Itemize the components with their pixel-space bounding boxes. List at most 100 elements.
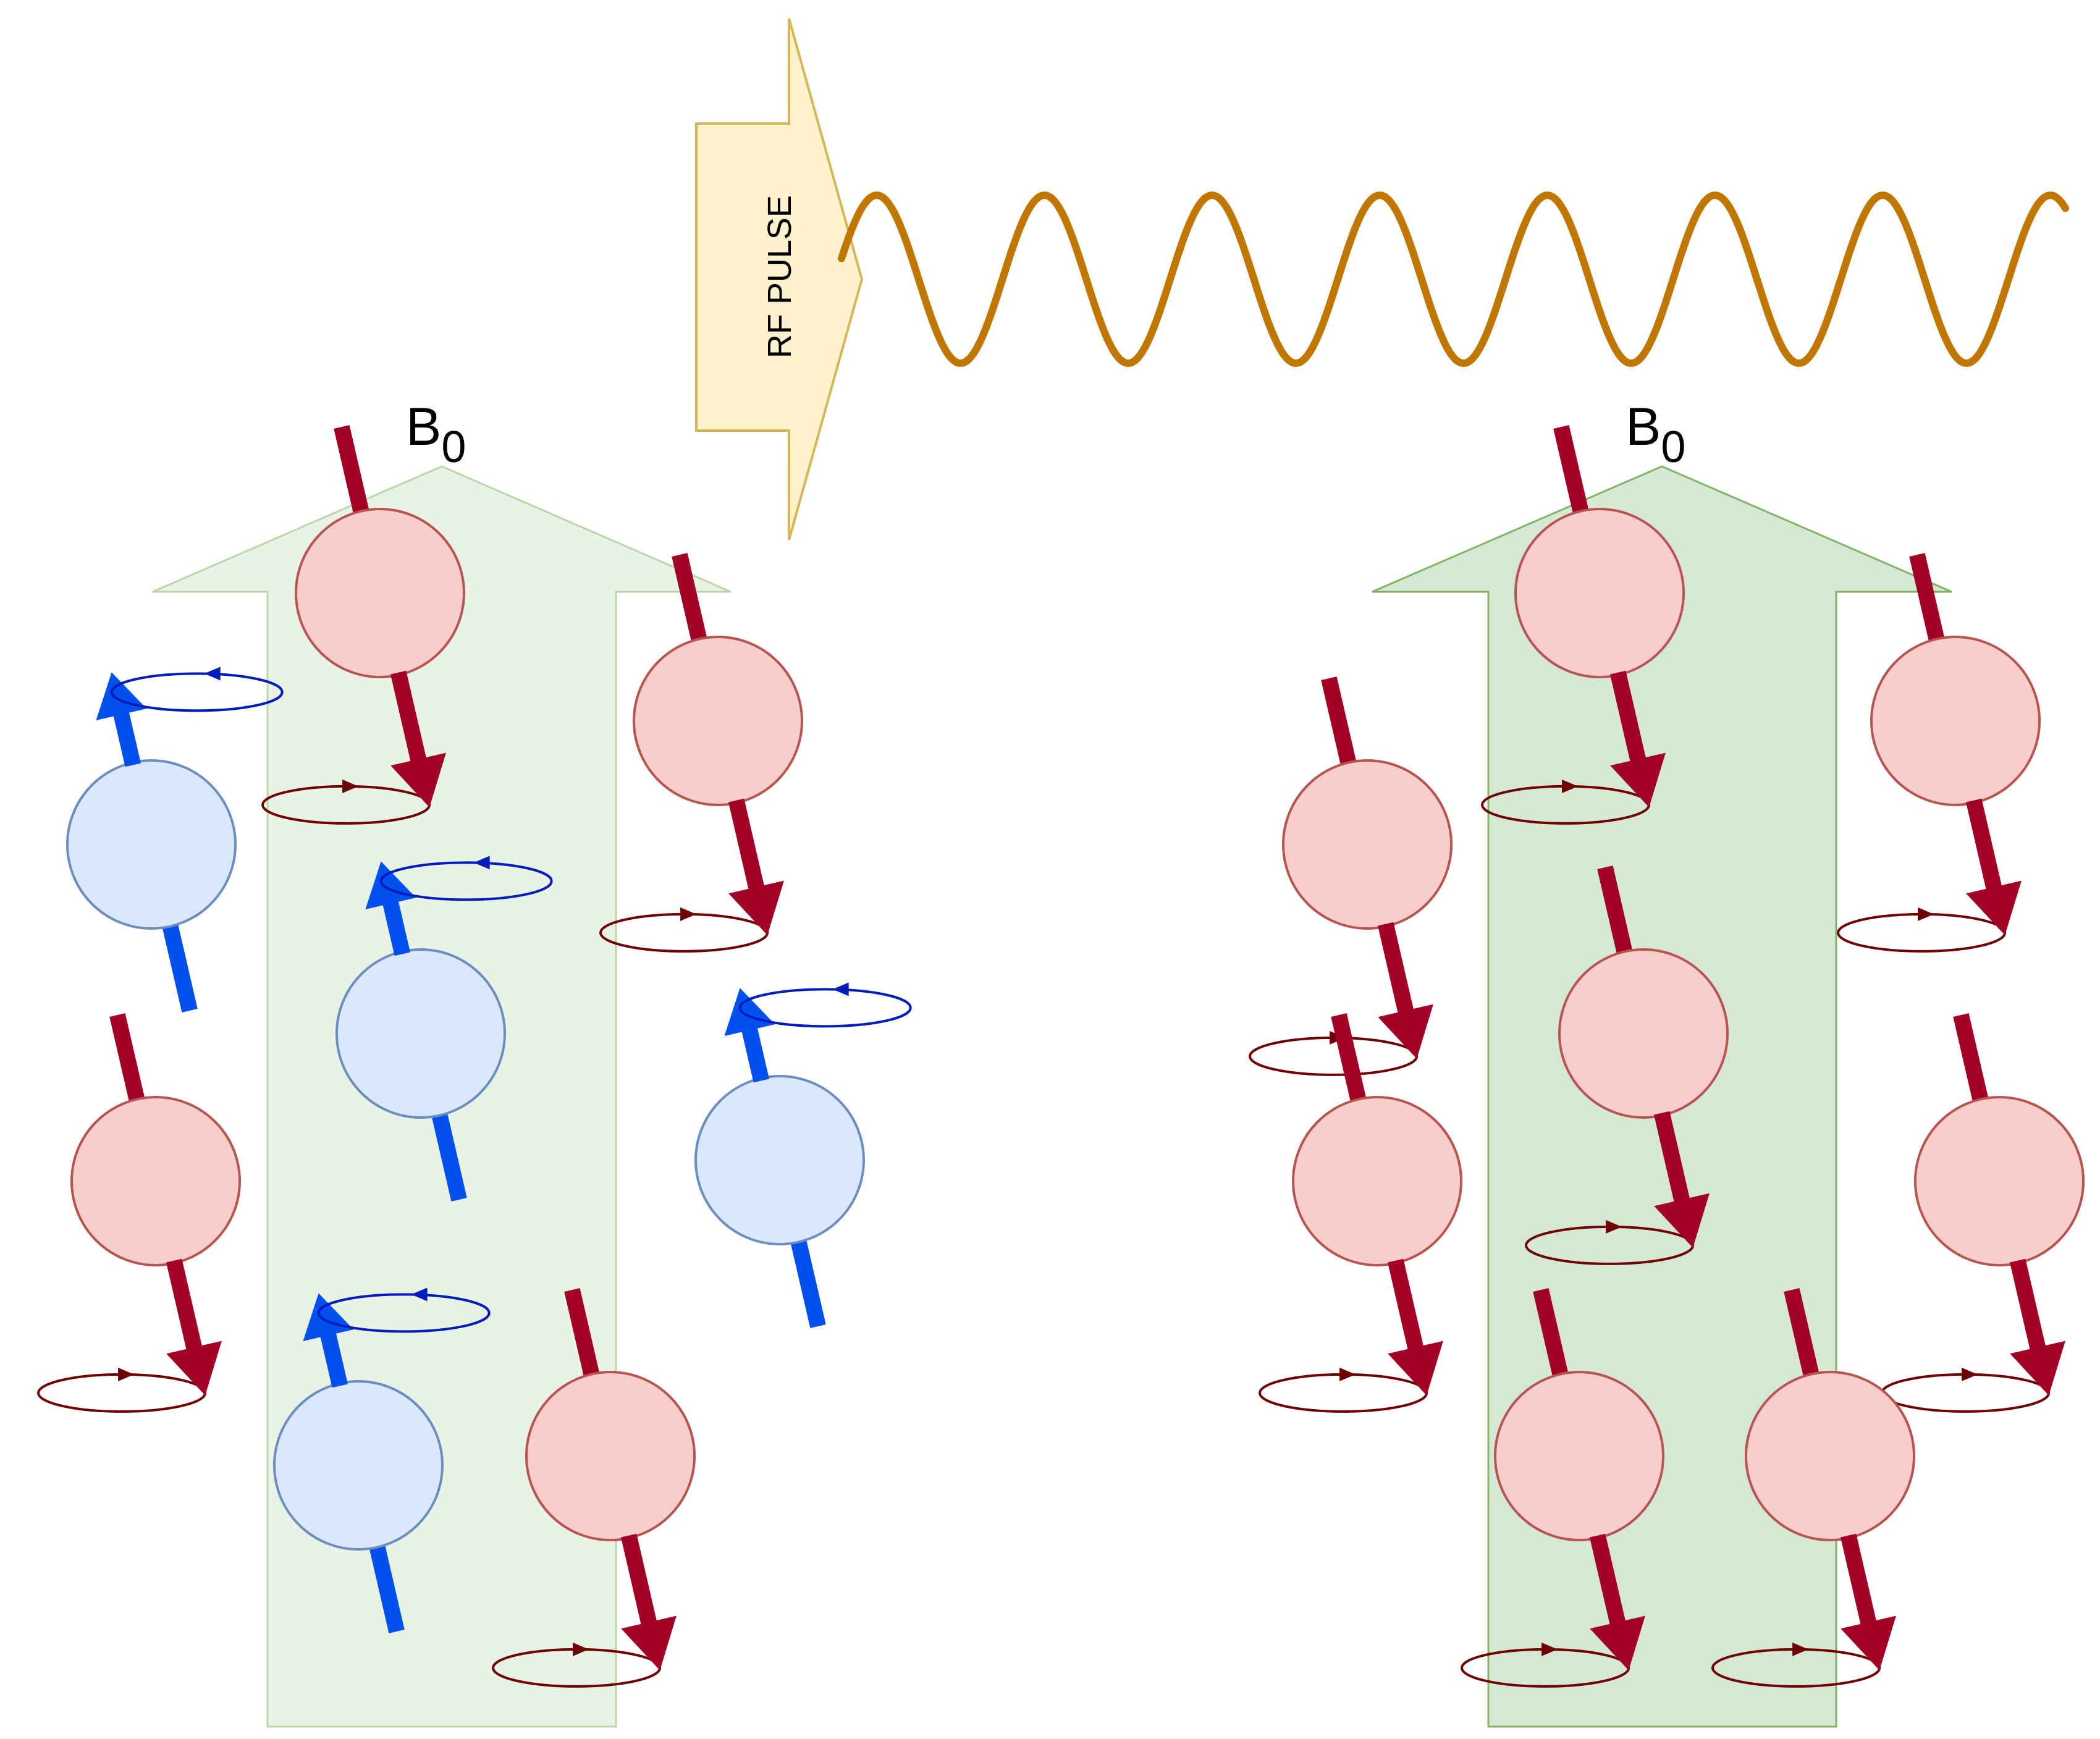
spin-down-tail xyxy=(334,425,369,516)
spin-up-particle xyxy=(66,759,237,930)
precession-orbit xyxy=(379,861,553,901)
spin-down-particle xyxy=(70,1096,241,1266)
precession-orbit xyxy=(1249,1036,1419,1076)
spin-down-shaft xyxy=(2010,1258,2047,1355)
spin-down-before-3 xyxy=(37,1013,241,1413)
spin-down-after-10 xyxy=(1837,553,2041,953)
spin-down-after-9 xyxy=(1481,425,1685,825)
spin-up-before-6 xyxy=(335,856,553,1202)
orbit-direction-icon xyxy=(411,1287,428,1302)
precession-orbit xyxy=(37,1373,207,1413)
spin-up-tail xyxy=(790,1237,826,1328)
spin-down-arrowhead-icon xyxy=(621,1615,677,1670)
spin-down-before-1 xyxy=(261,425,465,825)
spin-down-particle xyxy=(1914,1096,2085,1266)
spin-down-arrowhead-icon xyxy=(390,752,446,807)
spin-down-tail xyxy=(109,1013,145,1104)
spin-up-tail xyxy=(369,1543,405,1633)
spin-down-tail xyxy=(672,553,707,644)
spin-down-tail xyxy=(1784,1288,1820,1379)
precession-orbit xyxy=(317,1293,491,1333)
spin-down-shaft xyxy=(166,1258,204,1355)
orbit-direction-icon xyxy=(1962,1367,1978,1381)
spin-down-tail xyxy=(564,1288,600,1379)
spin-up-tail xyxy=(162,922,198,1013)
orbit-direction-icon xyxy=(1792,1642,1809,1656)
orbit-direction-icon xyxy=(1918,907,1934,921)
spin-down-after-11 xyxy=(1249,676,1453,1076)
b0-label-right: B0 xyxy=(1626,397,1685,472)
spin-down-particle xyxy=(295,508,465,678)
spin-down-particle xyxy=(1745,1371,1915,1541)
spin-down-after-16 xyxy=(1711,1288,1915,1688)
spin-down-arrowhead-icon xyxy=(1388,1341,1443,1396)
rf-pulse-arrow xyxy=(695,18,864,541)
spins-layer xyxy=(37,425,2085,1688)
spin-down-shaft xyxy=(1966,798,2004,895)
precession-orbit xyxy=(1259,1373,1428,1413)
spin-down-arrowhead-icon xyxy=(1610,752,1666,807)
spin-up-arrowhead-icon xyxy=(303,1293,354,1341)
spin-down-after-14 xyxy=(1881,1013,2085,1413)
orbit-direction-icon xyxy=(1541,1642,1558,1656)
spin-down-arrowhead-icon xyxy=(1654,1193,1710,1248)
spin-down-particle xyxy=(1494,1371,1664,1541)
orbit-direction-icon xyxy=(1339,1367,1356,1381)
precession-orbit xyxy=(1837,912,2007,953)
spin-down-after-12 xyxy=(1525,865,1729,1265)
spin-down-arrowhead-icon xyxy=(728,880,784,935)
precession-orbit xyxy=(1881,1373,2051,1413)
spin-up-particle xyxy=(273,1380,444,1551)
precession-orbit xyxy=(599,912,769,953)
spin-down-tail xyxy=(1953,1013,1989,1104)
spin-up-arrowhead-icon xyxy=(724,988,775,1036)
spin-down-shaft xyxy=(1388,1258,1425,1355)
orbit-direction-icon xyxy=(832,982,849,996)
spin-down-particle xyxy=(525,1371,696,1541)
spin-down-shaft xyxy=(1590,1533,1627,1630)
spin-down-particle xyxy=(1558,948,1729,1119)
spin-up-before-7 xyxy=(694,982,912,1328)
spin-down-tail xyxy=(1533,1288,1569,1379)
spin-up-shaft xyxy=(740,1022,769,1083)
orbit-direction-icon xyxy=(1562,779,1579,793)
spin-up-shaft xyxy=(319,1327,348,1388)
spin-down-arrowhead-icon xyxy=(166,1341,222,1396)
b0-label-left: B0 xyxy=(406,397,466,472)
orbit-direction-icon xyxy=(118,1367,135,1381)
spin-down-particle xyxy=(1282,759,1453,930)
spin-down-before-2 xyxy=(599,553,803,953)
spin-down-after-15 xyxy=(1461,1288,1664,1688)
spin-down-shaft xyxy=(390,670,428,767)
orbit-direction-icon xyxy=(573,1642,589,1656)
orbit-direction-icon xyxy=(473,856,490,870)
spin-down-tail xyxy=(1909,553,1945,644)
spin-down-particle xyxy=(1514,508,1685,678)
spin-down-tail xyxy=(1553,425,1589,516)
spin-down-tail xyxy=(1321,676,1357,767)
orbit-direction-icon xyxy=(342,779,359,793)
spin-down-shaft xyxy=(1654,1111,1692,1208)
spin-down-arrowhead-icon xyxy=(1590,1615,1645,1670)
spin-down-arrowhead-icon xyxy=(1841,1615,1896,1670)
spin-down-arrowhead-icon xyxy=(1966,880,2022,935)
spin-up-shaft xyxy=(381,895,410,956)
spin-down-tail xyxy=(1597,865,1633,956)
spin-down-shaft xyxy=(1841,1533,1878,1630)
precession-orbit xyxy=(110,672,284,712)
orbit-direction-icon xyxy=(680,907,697,921)
spin-up-before-8 xyxy=(273,1287,491,1633)
precession-orbit xyxy=(738,988,912,1028)
spin-up-particle xyxy=(335,948,506,1119)
orbit-direction-icon xyxy=(1606,1219,1622,1234)
orbit-direction-icon xyxy=(204,667,221,681)
spin-up-tail xyxy=(431,1111,467,1202)
spin-up-shaft xyxy=(112,706,141,767)
spin-down-shaft xyxy=(621,1533,659,1630)
rf-wave xyxy=(838,191,2069,368)
spin-down-shaft xyxy=(728,798,766,895)
spin-down-shaft xyxy=(1378,922,1415,1019)
spin-down-before-4 xyxy=(492,1288,696,1688)
spin-down-particle xyxy=(633,636,803,806)
spin-down-arrowhead-icon xyxy=(2010,1341,2065,1396)
